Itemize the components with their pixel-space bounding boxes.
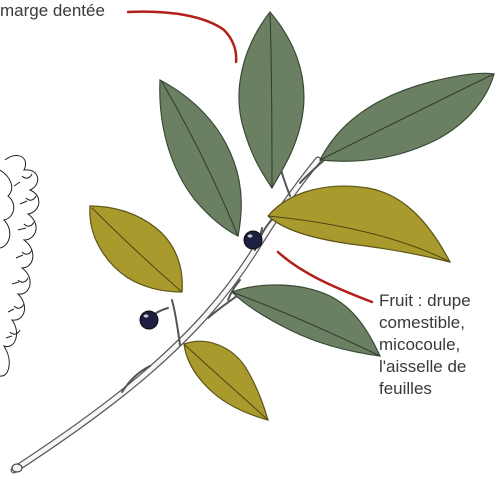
- label-fruit-description: Fruit : drupe comestible, micocoule, l'a…: [379, 290, 502, 400]
- leaf-upper-right: [320, 73, 494, 161]
- callout-line-margin: [128, 12, 236, 62]
- berry-lower: [140, 311, 158, 329]
- leaf-olive-bottom: [184, 341, 268, 420]
- leaf-olive-left: [90, 206, 182, 292]
- fruit-label-line-1: Fruit : drupe: [379, 290, 502, 312]
- label-margin-toothed: marge dentée: [0, 0, 105, 22]
- berry-upper: [244, 231, 262, 249]
- branch-cut-end: [12, 464, 22, 472]
- leaf-upper-left: [160, 80, 241, 236]
- fruit-label-line-3: micocoule,: [379, 334, 502, 356]
- leaf-top-vertical: [239, 12, 304, 188]
- fruit-label-line-5: feuilles: [379, 378, 502, 400]
- tree-silhouette: [0, 155, 39, 376]
- leaf-olive-right: [268, 186, 450, 262]
- fruit-label-line-2: comestible,: [379, 312, 502, 334]
- fruit-label-line-4: l'aisselle de: [379, 356, 502, 378]
